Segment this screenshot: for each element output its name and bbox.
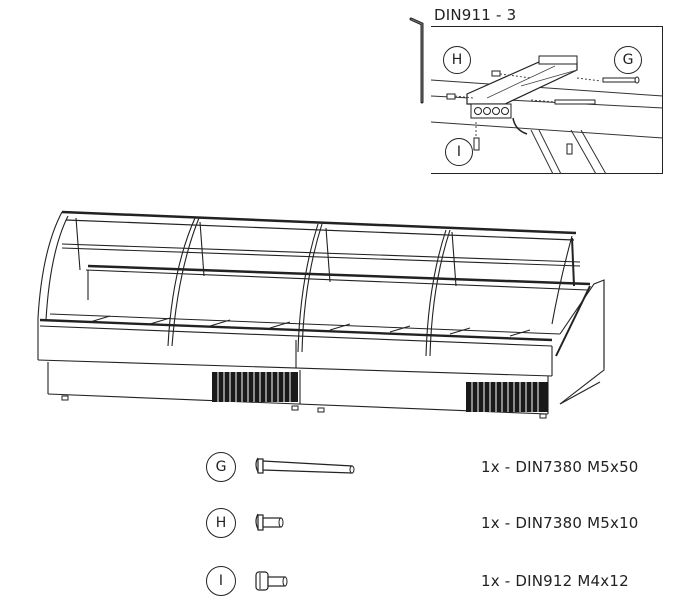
part-h-callout: H: [206, 508, 236, 538]
bolt-m5x10-icon: [255, 513, 284, 531]
detail-view-frame: [431, 26, 663, 174]
part-h-label: 1x - DIN7380 M5x10: [481, 514, 639, 532]
callout-i: I: [445, 138, 473, 166]
callout-g-text: G: [622, 52, 634, 68]
allen-key-label: DIN911 - 3: [434, 6, 517, 24]
part-i-callout: I: [206, 566, 236, 596]
callout-h-text: H: [451, 52, 463, 68]
part-i-label: 1x - DIN912 M4x12: [481, 572, 629, 590]
cap-screw-m4x12-icon: [255, 571, 288, 591]
callout-i-text: I: [456, 144, 462, 160]
callout-h: H: [443, 46, 471, 74]
part-i-id: I: [218, 573, 224, 589]
part-g-callout: G: [206, 452, 236, 482]
allen-key-icon: [409, 17, 424, 104]
part-g-label: 1x - DIN7380 M5x50: [481, 458, 639, 476]
vent-grille-left: [212, 372, 298, 402]
part-g-id: G: [215, 459, 227, 475]
bracket-detail-drawing: [430, 55, 664, 175]
callout-g: G: [614, 46, 642, 74]
vent-grille-right: [466, 382, 548, 412]
display-counter-drawing: [37, 210, 605, 419]
bolt-m5x50-icon: [255, 457, 355, 474]
part-h-id: H: [215, 515, 227, 531]
